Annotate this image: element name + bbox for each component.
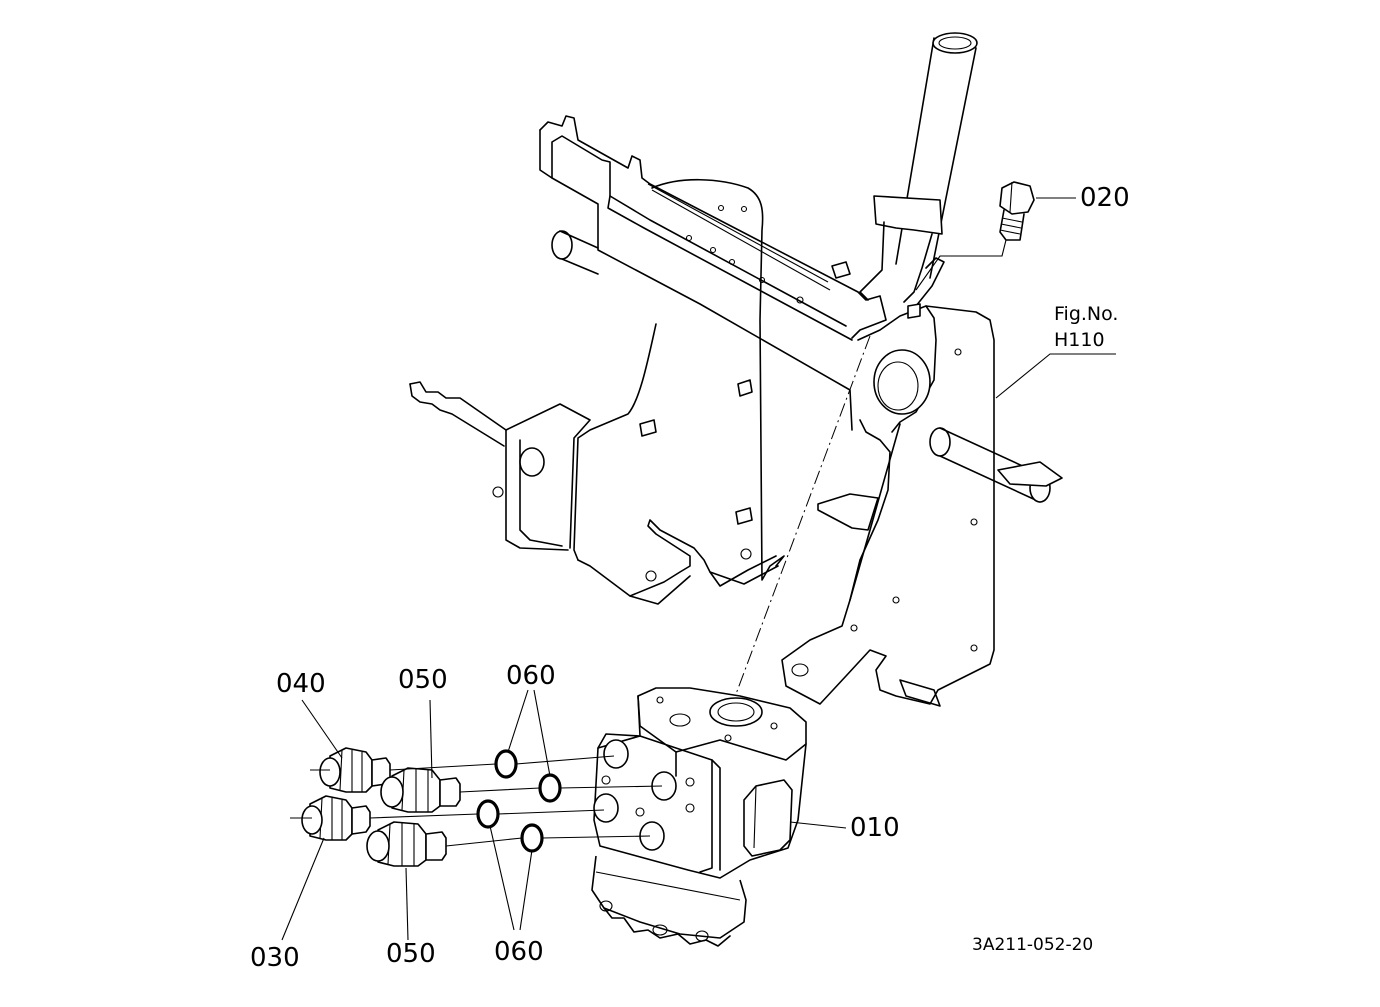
figure-reference-label: Fig.No.: [1054, 303, 1118, 325]
callout-030: 030: [250, 943, 300, 973]
drawing-code: 3A211-052-20: [972, 935, 1093, 955]
callout-060-top: 060: [506, 661, 556, 691]
callout-060-bottom: 060: [494, 937, 544, 967]
figure-reference-number: H110: [1054, 329, 1105, 351]
steering-frame-assembly: [409, 115, 887, 605]
callout-labels: 020 010 040 050 060 030 050 060 Fig.No. …: [250, 183, 1130, 973]
assembly-centerline: [729, 335, 871, 711]
fitting-030: [290, 795, 371, 841]
steering-valve-010: [591, 687, 807, 947]
leader-lines: [281, 197, 1116, 941]
bolt-020: [915, 181, 1035, 291]
fitting-040: [310, 747, 391, 793]
fitting-050-lower: [366, 821, 447, 867]
fitting-050-upper: [380, 767, 461, 813]
assembly-guide-lines: [369, 755, 663, 847]
callout-010: 010: [850, 813, 900, 843]
callout-040: 040: [276, 669, 326, 699]
callout-050-bottom: 050: [386, 939, 436, 969]
steering-column-tube: [831, 32, 978, 319]
callout-050-top: 050: [398, 665, 448, 695]
right-side-plate: [781, 305, 1063, 707]
callout-020: 020: [1080, 183, 1130, 213]
